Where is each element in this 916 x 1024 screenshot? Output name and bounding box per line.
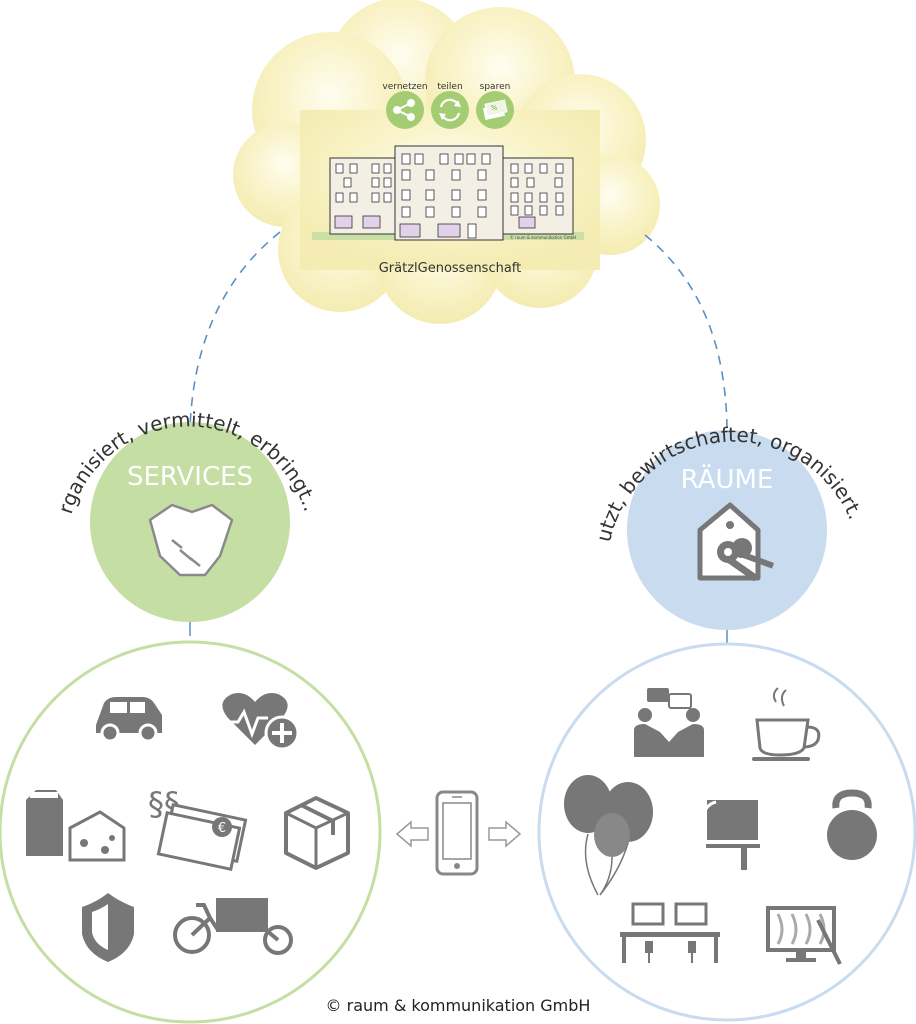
services-node: SERVICES	[90, 422, 290, 636]
building-window	[371, 177, 380, 188]
building-window	[343, 177, 352, 188]
building-window	[383, 177, 392, 188]
building-window	[349, 192, 358, 203]
building-window	[477, 206, 487, 218]
building-window	[539, 192, 548, 203]
building-window	[362, 215, 381, 229]
building-window	[451, 189, 461, 201]
badge-vernetzen: vernetzen	[382, 82, 428, 129]
building-window	[425, 169, 435, 181]
services-title: SERVICES	[127, 462, 253, 492]
badge-label-sparen: sparen	[480, 82, 511, 92]
building-window	[414, 153, 424, 165]
building-window	[437, 223, 461, 238]
raeume-node: RÄUME	[627, 430, 827, 645]
building-window	[399, 223, 421, 238]
building-window	[451, 206, 461, 218]
building-window	[477, 169, 487, 181]
share-icon	[393, 99, 415, 121]
building-window	[425, 189, 435, 201]
building-window	[524, 163, 533, 174]
jigsaw-icon	[701, 800, 760, 870]
building-window	[454, 153, 464, 165]
cargo-bike-icon	[173, 898, 293, 955]
savings-icon: %	[482, 99, 508, 120]
svg-text:%: %	[491, 104, 498, 112]
building-window	[555, 205, 564, 216]
building-window	[466, 153, 476, 165]
building-window	[555, 192, 564, 203]
smartphone-icon	[435, 790, 479, 876]
building-window	[371, 163, 380, 174]
building-window	[425, 206, 435, 218]
house-key-icon	[697, 502, 775, 582]
groceries-icon	[26, 790, 126, 862]
building-window	[481, 153, 491, 165]
building-window	[510, 205, 519, 216]
raeume-resource-circle	[537, 642, 916, 1022]
cloud-title: GrätzlGenossenschaft	[379, 261, 522, 276]
footer-copyright: © raum & kommunikation GmbH	[325, 996, 591, 1015]
buildings-illustration: © raum & kommunikation GmbH	[312, 145, 584, 241]
building-window	[524, 205, 533, 216]
connector-left	[189, 231, 281, 429]
building-window	[524, 192, 533, 203]
car-icon	[96, 697, 162, 743]
money-paragraph-icon: §§ €	[148, 785, 248, 872]
building-window	[555, 163, 564, 174]
recycle-icon	[439, 98, 461, 122]
arrow-left-icon	[395, 820, 429, 848]
building-window	[467, 223, 477, 239]
arrow-right-icon	[488, 820, 522, 848]
kettlebell-icon	[827, 789, 877, 860]
connector-right	[644, 234, 728, 429]
balloons-icon	[564, 775, 653, 896]
building-window	[383, 163, 392, 174]
building-window	[510, 163, 519, 174]
badge-label-teilen: teilen	[437, 82, 462, 92]
building-window	[401, 169, 411, 181]
building-window	[334, 215, 353, 229]
building-window	[510, 177, 519, 188]
raeume-title: RÄUME	[681, 463, 774, 495]
building-window	[335, 163, 344, 174]
building-window	[526, 177, 535, 188]
building-window	[383, 192, 392, 203]
badge-sparen: % sparen	[476, 82, 514, 129]
building-window	[401, 189, 411, 201]
handshake-icon	[148, 503, 234, 577]
building-window	[539, 205, 548, 216]
badge-label-vernetzen: vernetzen	[382, 82, 427, 92]
services-resource-circle	[0, 640, 382, 1024]
package-icon	[284, 796, 350, 870]
building-window	[439, 153, 449, 165]
building-window	[477, 189, 487, 201]
building-window	[510, 192, 519, 203]
building-credit: © raum & kommunikation GmbH	[510, 235, 576, 240]
coffee-cup-icon	[752, 687, 821, 761]
building-window	[451, 169, 461, 181]
svg-text:€: €	[218, 821, 226, 836]
screen-icon	[766, 906, 842, 965]
building-window	[554, 177, 563, 188]
coworking-desk-icon	[620, 902, 720, 963]
building-window	[539, 163, 548, 174]
building-window	[349, 163, 358, 174]
building-window	[401, 153, 411, 165]
badge-teilen: teilen	[431, 82, 469, 129]
building-window	[518, 216, 536, 229]
building-window	[401, 206, 411, 218]
heart-plus-icon	[222, 693, 300, 751]
shield-icon	[82, 893, 134, 962]
building-window	[335, 192, 344, 203]
building-window	[371, 192, 380, 203]
meeting-icon	[634, 688, 704, 757]
